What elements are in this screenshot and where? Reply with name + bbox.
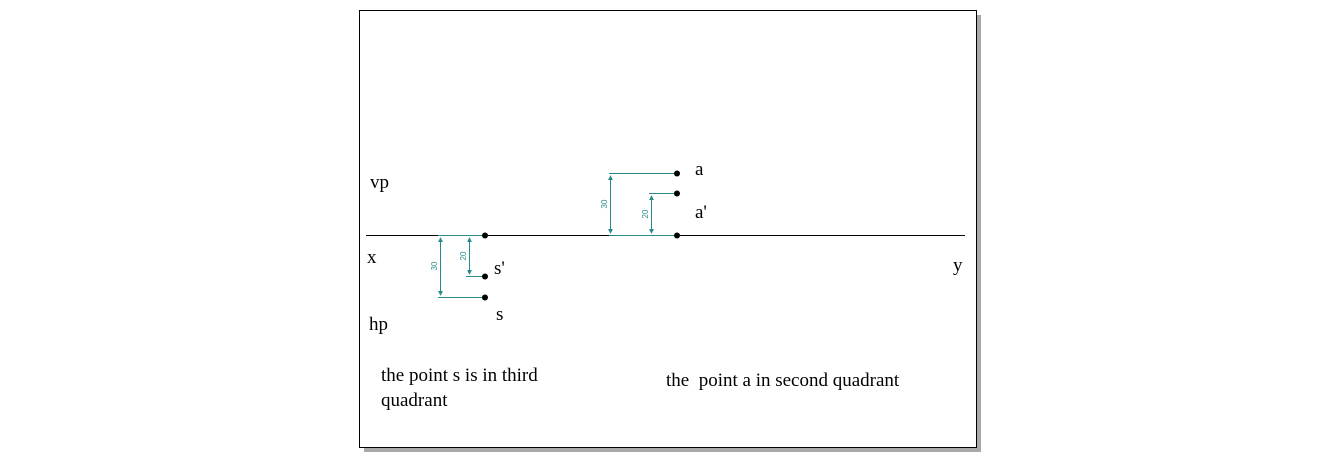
a-dimension-30-text: 30 [600,199,609,208]
vp-label: vp [370,172,389,193]
point-s-prime-label: s' [494,258,505,279]
point-a-label: a [695,159,704,180]
second-quadrant-note: the point a in second quadrant [666,370,900,391]
hp-label: hp [369,314,388,335]
x-label: x [367,247,377,268]
point-a-base-dot [674,232,680,239]
third-quadrant-note: the point s is in third quadrant [381,365,538,411]
point-a-prime-dot [674,190,680,197]
s-dimension-20-text: 20 [459,251,468,260]
drawing-frame [359,10,977,448]
point-s-construction: 30 20 [430,235,485,298]
point-s-label: s [496,304,503,325]
point-a-construction: 30 20 [600,173,677,236]
point-s-prime-dot [482,273,488,280]
point-s-dot [482,294,488,301]
s-dimension-30-text: 30 [430,261,439,270]
point-a-prime-label: a' [695,202,707,223]
point-a-dot [674,170,680,177]
point-s-base-dot [482,232,488,239]
y-label: y [953,255,963,276]
a-dimension-20-text: 20 [641,209,650,218]
